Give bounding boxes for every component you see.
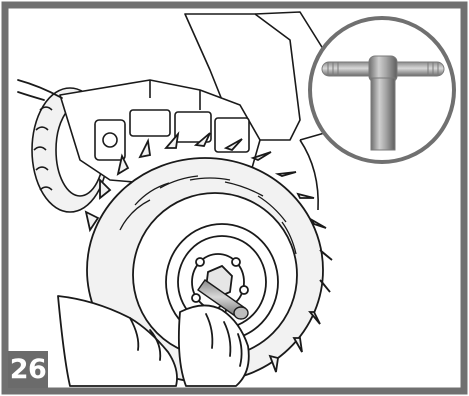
tool-inset xyxy=(310,18,454,162)
step-number: 26 xyxy=(10,356,47,383)
step-number-badge: 26 xyxy=(8,351,48,388)
